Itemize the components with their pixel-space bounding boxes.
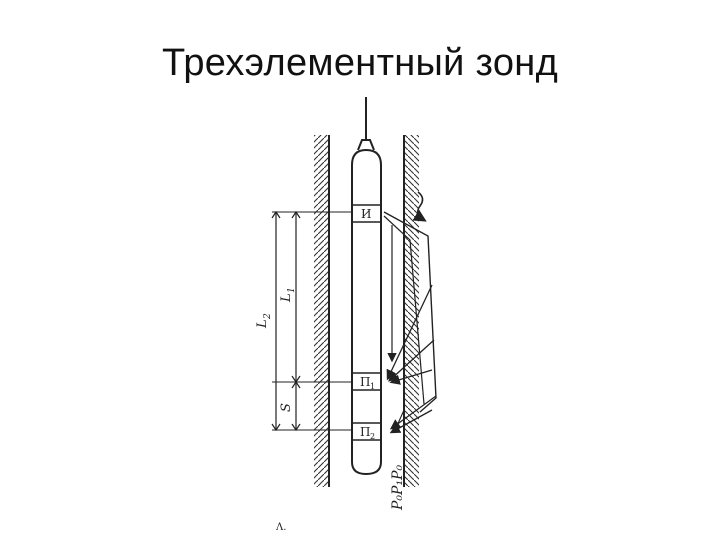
long-spacing-letter: L [255, 319, 270, 329]
electrode-source-label: И [361, 207, 371, 221]
long-spacing-subscript: 2 [263, 313, 273, 320]
receiver2-letter: П [360, 425, 370, 439]
receiver2-subscript: 2 [370, 432, 375, 441]
dimension-lines [271, 210, 352, 432]
electrode-receiver2-label: П 2 [360, 425, 375, 441]
media-label: P₀P₁P₀ [390, 465, 406, 511]
electrode-receiver1-label: П 1 [360, 375, 375, 391]
dimension-label-long: L 2 [255, 313, 273, 329]
probe-cable [357, 97, 375, 151]
caption-mark: Λ. [275, 522, 286, 533]
borehole-walls [314, 135, 419, 487]
dimension-label-short: L 1 [279, 287, 297, 303]
right-wall-hatch [404, 135, 419, 487]
probe-body [351, 148, 397, 476]
base-letter: S [279, 403, 294, 412]
slide-title: Трехэлементный зонд [161, 42, 559, 84]
dimension-label-base: S [279, 403, 294, 412]
receiver1-letter: П [360, 375, 370, 389]
left-wall-hatch [314, 135, 329, 487]
media-label-text: P₀P₁P₀ [390, 465, 406, 511]
receiver1-subscript: 1 [370, 382, 375, 391]
wave-paths [383, 191, 437, 434]
short-spacing-subscript: 1 [287, 287, 297, 293]
short-spacing-letter: L [279, 293, 294, 303]
